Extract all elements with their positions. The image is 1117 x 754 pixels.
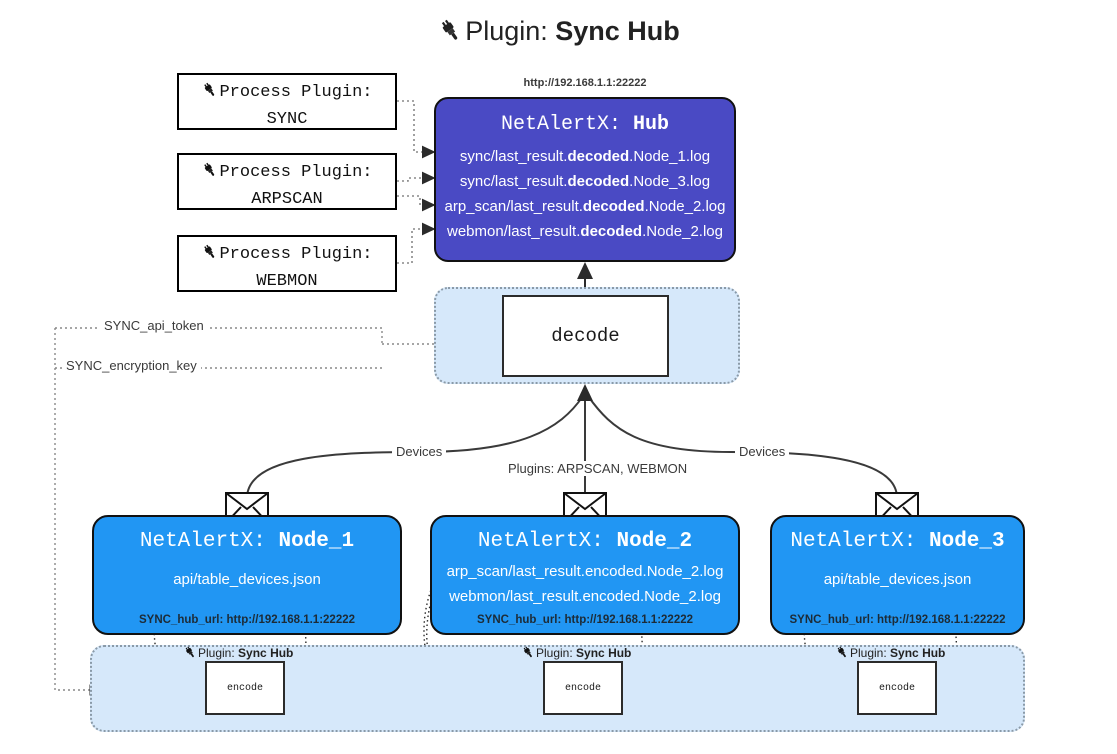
encode-plugin-label-1: Plugin: Sync Hub	[183, 645, 293, 662]
plug-icon	[521, 645, 535, 662]
node-3-title-prefix: NetAlertX:	[790, 530, 917, 553]
encode-box-3[interactable]: encode	[857, 661, 937, 715]
node-box-1[interactable]: NetAlertX: Node_1 api/table_devices.json…	[92, 515, 402, 635]
hub-title-prefix: NetAlertX:	[500, 113, 621, 136]
node-1-title-prefix: NetAlertX:	[139, 530, 266, 553]
hub-file-em: decoded	[582, 198, 645, 215]
process-plugin-sync-value: SYNC	[266, 109, 308, 129]
encode-box-label: encode	[226, 682, 263, 694]
hub-file-list: sync/last_result.decoded.Node_1.log sync…	[436, 144, 734, 244]
hub-file-pre: webmon/last_result.	[447, 223, 581, 240]
hub-url-label: http://192.168.1.1:22222	[523, 77, 647, 89]
node-3-title-name: Node_3	[929, 530, 1005, 553]
node-3-file: api/table_devices.json	[823, 571, 972, 588]
node-1-file: api/table_devices.json	[173, 571, 321, 588]
plug-icon	[183, 645, 197, 662]
plugins-label-center: Plugins: ARPSCAN, WEBMON	[504, 461, 692, 476]
node-2-title-prefix: NetAlertX:	[477, 530, 604, 553]
process-plugin-arpscan-line1: Process Plugin:	[179, 161, 395, 188]
encode-box-label: encode	[564, 682, 601, 694]
devices-label-right: Devices	[735, 444, 790, 459]
process-plugin-webmon-line1: Process Plugin:	[179, 243, 395, 270]
node-2-file: webmon/last_result.encoded.Node_2.log	[449, 588, 721, 605]
encode-label-name: Sync Hub	[238, 646, 294, 660]
plug-icon	[437, 17, 463, 50]
decode-label: decode	[551, 325, 620, 347]
plug-icon	[835, 645, 849, 662]
process-plugin-webmon[interactable]: Process Plugin: WEBMON	[177, 235, 397, 292]
title-prefix: Plugin:	[465, 16, 548, 46]
hub-file-row: sync/last_result.decoded.Node_1.log	[436, 144, 734, 169]
node-2-title: NetAlertX: Node_2	[432, 530, 738, 553]
process-plugin-arpscan-label: Process Plugin:	[219, 163, 373, 182]
node-2-title-name: Node_2	[616, 530, 693, 553]
node-1-title-name: Node_1	[278, 530, 355, 553]
node-2-file: arp_scan/last_result.encoded.Node_2.log	[446, 563, 724, 580]
hub-file-em: decoded	[567, 148, 630, 165]
sync-encryption-key-label: SYNC_encryption_key	[62, 358, 201, 373]
encode-box-2[interactable]: encode	[543, 661, 623, 715]
hub-file-pre: sync/last_result.	[459, 173, 568, 190]
page-title: Plugin: Sync Hub	[0, 16, 1117, 50]
node-2-footer: SYNC_hub_url: http://192.168.1.1:22222	[476, 614, 694, 626]
node-box-2[interactable]: NetAlertX: Node_2 arp_scan/last_result.e…	[430, 515, 740, 635]
hub-title: NetAlertX: Hub	[436, 113, 734, 136]
encode-box-label: encode	[878, 682, 915, 694]
devices-label-left: Devices	[392, 444, 447, 459]
encode-label-prefix: Plugin:	[198, 646, 235, 660]
node-1-title: NetAlertX: Node_1	[94, 530, 400, 553]
hub-file-row: arp_scan/last_result.decoded.Node_2.log	[436, 194, 734, 219]
process-plugin-webmon-label: Process Plugin:	[219, 245, 373, 264]
hub-file-pre: sync/last_result.	[459, 148, 568, 165]
hub-node[interactable]: NetAlertX: Hub sync/last_result.decoded.…	[434, 97, 736, 262]
hub-file-row: webmon/last_result.decoded.Node_2.log	[436, 219, 734, 244]
plug-icon	[201, 243, 218, 270]
node-box-3[interactable]: NetAlertX: Node_3 api/table_devices.json…	[770, 515, 1025, 635]
hub-file-post: .Node_2.log	[642, 223, 723, 240]
encode-label-name: Sync Hub	[576, 646, 632, 660]
node-1-footer: SYNC_hub_url: http://192.168.1.1:22222	[138, 614, 356, 626]
encode-label-name: Sync Hub	[890, 646, 946, 660]
hub-file-post: .Node_1.log	[629, 148, 711, 165]
encode-label-prefix: Plugin:	[536, 646, 573, 660]
hub-title-name: Hub	[633, 113, 670, 136]
hub-file-post: .Node_2.log	[644, 198, 726, 215]
node-3-footer: SYNC_hub_url: http://192.168.1.1:22222	[789, 614, 1006, 626]
process-plugin-webmon-value: WEBMON	[256, 271, 318, 291]
encode-box-1[interactable]: encode	[205, 661, 285, 715]
process-plugin-sync-line1: Process Plugin:	[179, 81, 395, 108]
node-3-title: NetAlertX: Node_3	[772, 530, 1023, 553]
hub-file-em: decoded	[580, 223, 643, 240]
process-plugin-sync[interactable]: Process Plugin: SYNC	[177, 73, 397, 130]
encode-label-prefix: Plugin:	[850, 646, 887, 660]
encode-plugin-label-3: Plugin: Sync Hub	[835, 645, 945, 662]
sync-api-token-label: SYNC_api_token	[100, 318, 208, 333]
hub-file-row: sync/last_result.decoded.Node_3.log	[436, 169, 734, 194]
hub-file-post: .Node_3.log	[629, 173, 711, 190]
encode-plugin-label-2: Plugin: Sync Hub	[521, 645, 631, 662]
hub-file-pre: arp_scan/last_result.	[444, 198, 583, 215]
process-plugin-sync-label: Process Plugin:	[219, 83, 373, 102]
process-plugin-arpscan-value: ARPSCAN	[251, 189, 323, 209]
title-name: Sync Hub	[555, 16, 680, 46]
hub-file-em: decoded	[567, 173, 630, 190]
plug-icon	[201, 161, 218, 188]
process-plugin-arpscan[interactable]: Process Plugin: ARPSCAN	[177, 153, 397, 210]
plug-icon	[201, 81, 218, 108]
decode-box[interactable]: decode	[502, 295, 669, 377]
